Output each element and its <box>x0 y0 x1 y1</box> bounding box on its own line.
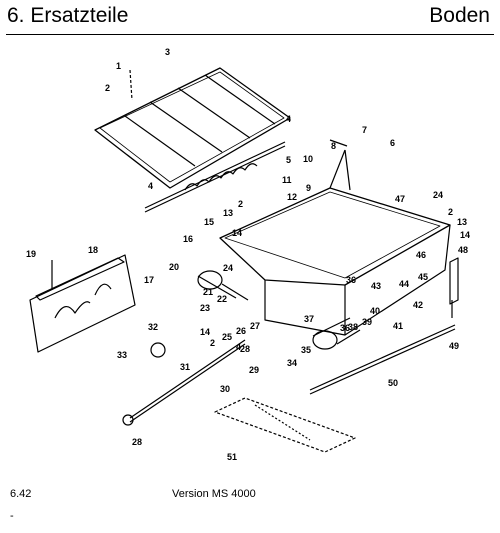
page-number: 6.42 <box>10 488 32 500</box>
part-label: 18 <box>88 245 98 255</box>
part-label: 2 <box>105 83 110 93</box>
part-label: 51 <box>227 452 237 462</box>
part-label: 3 <box>165 47 170 57</box>
part-label: 1 <box>116 61 121 71</box>
part-label: 36 <box>340 323 350 333</box>
part-label: 2 <box>238 199 243 209</box>
version-label: Version MS 4000 <box>172 488 256 500</box>
part-label: 29 <box>249 365 259 375</box>
part-label: 8 <box>331 141 336 151</box>
kit-plate-part-51 <box>214 397 356 453</box>
part-label: 31 <box>180 362 190 372</box>
part-label: 46 <box>416 250 426 260</box>
part-label: 28 <box>240 344 250 354</box>
header-rule <box>6 34 494 35</box>
part-label: 33 <box>117 350 127 360</box>
part-label: 12 <box>287 192 297 202</box>
part-label: 30 <box>220 384 230 394</box>
part-label: 22 <box>217 294 227 304</box>
spiral-shaft-part-5 <box>144 141 286 213</box>
part-label: 4 <box>286 114 291 124</box>
part-label: 45 <box>418 272 428 282</box>
part-label: 48 <box>458 245 468 255</box>
part-label: 32 <box>148 322 158 332</box>
part-label: 11 <box>282 175 292 185</box>
part-label: 7 <box>362 125 367 135</box>
part-label: 35 <box>301 345 311 355</box>
top-frame-part-3 <box>94 67 291 189</box>
part-label: 14 <box>460 230 470 240</box>
part-label: 27 <box>250 321 260 331</box>
part-label: 6 <box>390 138 395 148</box>
part-label: 38 <box>348 322 358 332</box>
group-title: Boden <box>429 4 490 27</box>
part-label: 43 <box>371 281 381 291</box>
part-label: 2 <box>210 338 215 348</box>
part-label: 41 <box>393 321 403 331</box>
part-label: 21 <box>203 287 213 297</box>
part-label: 37 <box>304 314 314 324</box>
part-label: 15 <box>204 217 214 227</box>
part-label: 25 <box>222 332 232 342</box>
footer-dash: - <box>10 510 14 522</box>
part-label: 4 <box>236 342 241 352</box>
part-label: 13 <box>223 208 233 218</box>
part-label: 16 <box>183 234 193 244</box>
part-label: 19 <box>26 249 36 259</box>
section-title: 6. Ersatzteile <box>7 4 129 27</box>
part-label: 50 <box>388 378 398 388</box>
side-panel-part-17 <box>29 254 136 353</box>
part-label: 49 <box>449 341 459 351</box>
part-label: 28 <box>132 437 142 447</box>
rollers <box>197 270 361 350</box>
part-label: 17 <box>144 275 154 285</box>
part-label: 20 <box>169 262 179 272</box>
side-bracket-part-48 <box>449 257 459 318</box>
part-label: 36 <box>346 275 356 285</box>
part-label: 44 <box>399 279 409 289</box>
long-rods <box>122 324 456 426</box>
part-label: 23 <box>200 303 210 313</box>
part-label: 42 <box>413 300 423 310</box>
part-label: 5 <box>286 155 291 165</box>
part-label: 9 <box>306 183 311 193</box>
part-label: 24 <box>223 263 233 273</box>
part-label: 10 <box>303 154 313 164</box>
part-label: 34 <box>287 358 297 368</box>
part-label: 2 <box>448 207 453 217</box>
part-label: 4 <box>148 181 153 191</box>
part-label: 40 <box>370 306 380 316</box>
part-label: 39 <box>362 317 372 327</box>
part-number-labels: 1 2 3 4 4 5 6 7 8 9 10 11 2 12 13 14 15 … <box>26 47 470 462</box>
exploded-parts-drawing: 1 2 3 4 4 5 6 7 8 9 10 11 2 12 13 14 15 … <box>26 47 470 462</box>
trough-body <box>219 139 451 336</box>
part-label: 26 <box>236 326 246 336</box>
part-label: 14 <box>232 228 242 238</box>
part-label: 47 <box>395 194 405 204</box>
part-label: 14 <box>200 327 210 337</box>
part-label: 24 <box>433 190 443 200</box>
part-label: 13 <box>457 217 467 227</box>
